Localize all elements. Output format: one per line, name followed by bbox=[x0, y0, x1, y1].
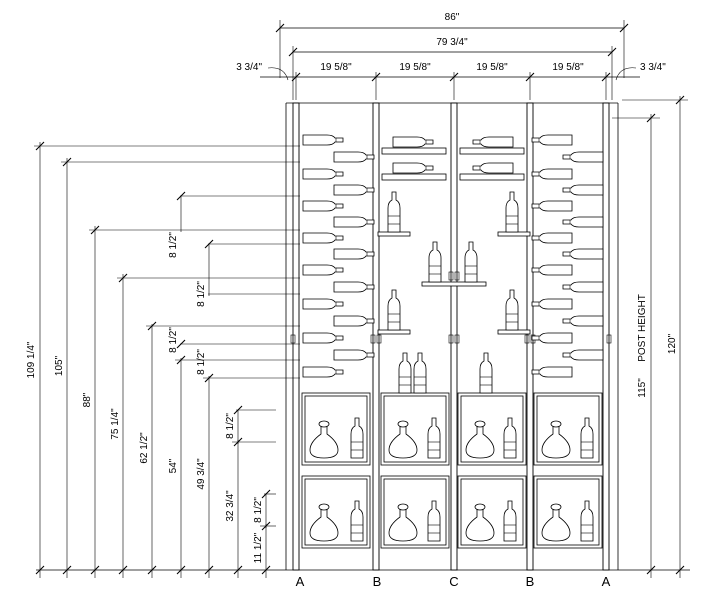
right-dimensions: 115" POST HEIGHT 120" bbox=[612, 95, 688, 578]
spacing-2-label: 8 1/2" bbox=[196, 281, 207, 307]
spacing-6-label: 8 1/2" bbox=[253, 497, 264, 523]
spacing-3-label: 8 1/2" bbox=[168, 327, 179, 353]
right-margin-label: 3 3/4" bbox=[640, 62, 666, 73]
left-margin-label: 3 3/4" bbox=[236, 62, 262, 73]
display-shelves bbox=[377, 147, 531, 335]
bay-3-width-label: 19 5/8" bbox=[476, 62, 508, 73]
wall-frame bbox=[36, 102, 690, 571]
post-c bbox=[450, 102, 458, 571]
bay-4-width-label: 19 5/8" bbox=[552, 62, 584, 73]
post-label-b-right: B bbox=[526, 574, 535, 589]
bay-1-width-label: 19 5/8" bbox=[320, 62, 352, 73]
spacing-5-label: 8 1/2" bbox=[225, 413, 236, 439]
height-49-label: 49 3/4" bbox=[196, 458, 207, 490]
overall-width-label: 86" bbox=[445, 12, 460, 23]
posts bbox=[290, 102, 612, 571]
post-a-right bbox=[602, 102, 610, 571]
height-88-label: 88" bbox=[82, 392, 93, 407]
spacing-1-label: 8 1/2" bbox=[168, 232, 179, 258]
bay-2-width-label: 19 5/8" bbox=[399, 62, 431, 73]
post-a-left bbox=[292, 102, 300, 571]
height-54-label: 54" bbox=[168, 458, 179, 473]
post-label-a-left: A bbox=[296, 574, 305, 589]
height-105-label: 105" bbox=[54, 355, 65, 376]
height-11-label: 11 1/2" bbox=[253, 532, 264, 563]
height-32-label: 32 3/4" bbox=[225, 490, 236, 522]
height-62-label: 62 1/2" bbox=[139, 432, 150, 464]
post-label-b-left: B bbox=[373, 574, 382, 589]
height-75-label: 75 1/4" bbox=[110, 408, 121, 440]
right-post-wine-rack bbox=[531, 134, 604, 378]
overall-height-label: 120" bbox=[667, 333, 678, 354]
post-label-c: C bbox=[449, 574, 458, 589]
post-height-value-label: 115" bbox=[637, 378, 648, 398]
spacing-4-label: 8 1/2" bbox=[196, 349, 207, 375]
height-109-label: 109 1/4" bbox=[26, 341, 37, 378]
left-dimensions: 109 1/4" 105" 88" 75 1/4" 62 1/2" 54" 49… bbox=[26, 141, 300, 578]
post-b-left bbox=[372, 102, 380, 571]
left-post-wine-rack bbox=[302, 134, 375, 378]
post-height-caption: POST HEIGHT bbox=[637, 294, 648, 362]
top-dimensions: 86" 79 3/4" 3 3/4" 3 3/4" 19 5/8" 19 5/8… bbox=[236, 12, 666, 100]
inner-width-label: 79 3/4" bbox=[436, 37, 468, 48]
post-labels: A B C B A bbox=[296, 574, 611, 589]
post-label-a-right: A bbox=[602, 574, 611, 589]
